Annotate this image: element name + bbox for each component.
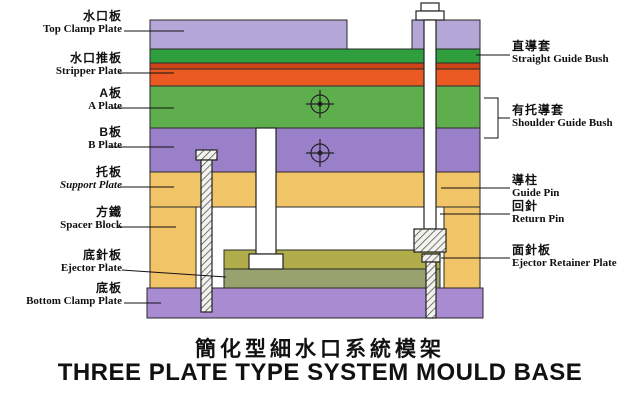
guide-pin-head-top	[420, 2, 440, 12]
return-pin-head	[421, 253, 441, 263]
title-english: THREE PLATE TYPE SYSTEM MOULD BASE	[57, 359, 583, 386]
label-en: Spacer Block	[60, 219, 122, 231]
label-en: A Plate	[88, 100, 122, 112]
spacer-block-left	[149, 206, 197, 289]
return-pin-shaft	[425, 261, 437, 319]
support-pillar-foot	[248, 253, 284, 270]
label-zh: 底板	[95, 281, 122, 295]
label-ejector-retainer-plate: 面針板 Ejector Retainer Plate	[512, 244, 639, 270]
plate-top-clamp-right	[411, 19, 481, 50]
label-en: Ejector Retainer Plate	[512, 257, 617, 269]
spacer-block-right	[443, 206, 481, 289]
label-en: Bottom Clamp Plate	[26, 295, 122, 307]
label-en: Shoulder Guide Bush	[512, 117, 613, 129]
label-en: Top Clamp Plate	[42, 23, 122, 35]
shoulder-bush-sleeve	[413, 228, 447, 253]
support-pillar	[255, 127, 277, 255]
label-en: Support Plate	[59, 179, 122, 191]
label-zh: 底針板	[82, 248, 122, 262]
plate-top-clamp-left	[149, 19, 348, 50]
guide-pin-shaft	[423, 19, 437, 230]
label-zh: 有托導套	[512, 103, 565, 117]
label-stripper-plate: 水口推板 Stripper Plate	[0, 52, 122, 78]
ejector-guide-pin-head	[195, 149, 218, 161]
screw-mark-lower	[306, 139, 334, 167]
guide-pin-head	[415, 10, 445, 21]
screw-mark-upper	[306, 90, 334, 118]
label-en: Straight Guide Bush	[512, 53, 609, 65]
label-en: Ejector Plate	[60, 262, 122, 274]
ejector-guide-pin-shaft	[200, 159, 213, 313]
label-en: Guide Pin	[512, 187, 560, 199]
label-support-plate: 托板 Support Plate	[0, 166, 122, 192]
label-bottom-clamp-plate: 底板 Bottom Clamp Plate	[0, 282, 122, 308]
label-en: Return Pin	[512, 213, 565, 225]
label-en: Stripper Plate	[55, 65, 122, 77]
label-zh: 水口板	[82, 9, 122, 23]
label-en: B Plate	[88, 139, 122, 151]
label-zh: 方鐵	[95, 205, 122, 219]
plate-ejector	[223, 268, 441, 289]
label-zh: 導柱	[512, 173, 539, 187]
label-b-plate: B板 B Plate	[0, 126, 122, 152]
label-straight-guide-bush: 直導套 Straight Guide Bush	[512, 40, 639, 66]
label-spacer-block: 方鐵 Spacer Block	[0, 206, 122, 232]
label-guide-pin: 導柱 Guide Pin	[512, 174, 639, 200]
label-zh: A板	[99, 86, 122, 100]
label-top-clamp-plate: 水口板 Top Clamp Plate	[0, 10, 122, 36]
bracket-shoulder-bush	[484, 97, 499, 139]
label-zh: 面針板	[512, 243, 552, 257]
title-chinese: 簡化型細水口系統模架	[195, 338, 445, 361]
plate-stripper-edge	[149, 62, 481, 70]
label-shoulder-guide-bush: 有托導套 Shoulder Guide Bush	[512, 104, 639, 130]
label-zh: 水口推板	[69, 51, 122, 65]
label-zh: B板	[99, 125, 122, 139]
label-a-plate: A板 A Plate	[0, 87, 122, 113]
label-return-pin: 回針 Return Pin	[512, 200, 639, 226]
leader-ejector	[121, 269, 227, 278]
label-zh: 回針	[512, 199, 539, 213]
label-ejector-plate: 底針板 Ejector Plate	[0, 249, 122, 275]
label-zh: 托板	[95, 165, 122, 179]
leader-lines	[110, 30, 510, 304]
label-zh: 直導套	[512, 39, 552, 53]
